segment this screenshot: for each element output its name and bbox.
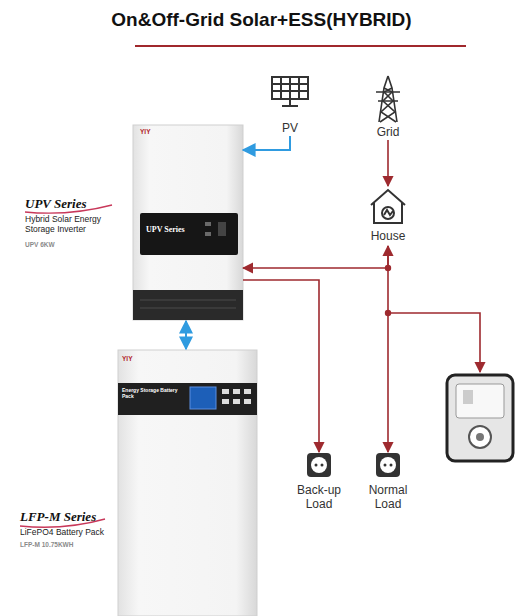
house-node: House (360, 186, 416, 246)
grid-node: Grid (366, 74, 410, 140)
socket-icon (376, 453, 400, 477)
power-flow-connector (243, 246, 388, 268)
battery-icon (233, 399, 240, 404)
battery-screen (190, 387, 216, 409)
power-tower-icon (376, 76, 400, 122)
device-label: YIY (122, 355, 152, 362)
ev-charger-illustration (447, 375, 513, 461)
power-flow-connector (243, 136, 290, 150)
panel-display (218, 222, 226, 236)
node-heading: PV (262, 122, 318, 136)
inverter-base (133, 290, 243, 320)
house-icon (371, 190, 405, 223)
panel-indicator (205, 222, 211, 226)
base-groove (140, 300, 236, 301)
battery-icon (244, 389, 251, 394)
inverter-body (133, 125, 243, 320)
node-text: UPV 6KW (25, 241, 125, 248)
node-text: LiFePO4 Battery Pack (20, 528, 120, 538)
node-text: LFP-M 10.75KWH (20, 541, 120, 548)
power-flow-connector (185, 321, 187, 349)
node-heading: Normal Load (358, 484, 418, 512)
base-groove (140, 308, 236, 309)
socket-icon (307, 453, 331, 477)
power-flow-connector (243, 280, 319, 452)
battery-icon (244, 399, 251, 404)
node-heading: Grid (366, 126, 410, 140)
battery-icon (233, 389, 240, 394)
junction-dot (385, 265, 391, 271)
battery-band (118, 383, 257, 415)
power-flow-connector (387, 246, 389, 452)
node-heading: Back-up Load (289, 484, 349, 512)
device-label: Energy Storage Battery Pack (122, 388, 190, 400)
title-underline (135, 45, 466, 47)
inverter-panel (140, 213, 238, 255)
panel-indicator (205, 232, 211, 236)
ev-feed-wire (388, 313, 480, 372)
node-heading: House (360, 230, 416, 244)
load-node: Back-up Load (289, 452, 349, 512)
diagram-title: On&Off-Grid Solar+ESS(HYBRID) (0, 9, 523, 31)
pv-node: PV (262, 74, 318, 136)
power-flow-connector (387, 140, 389, 186)
solar-panel-icon (272, 77, 308, 106)
battery-icon (222, 389, 229, 394)
junction-dot (385, 310, 391, 316)
node-text: Hybrid Solar Energy Storage Inverter (25, 215, 129, 235)
battery-body (118, 350, 257, 616)
inverter-box: UPV SeriesHybrid Solar Energy Storage In… (133, 125, 243, 320)
device-label: YIY (140, 128, 170, 135)
node-heading: LFP-M Series (20, 510, 120, 525)
node-heading: UPV Series (25, 197, 137, 212)
device-label: UPV Series (146, 225, 201, 234)
load-node: Normal Load (358, 452, 418, 512)
battery-icon (222, 399, 229, 404)
